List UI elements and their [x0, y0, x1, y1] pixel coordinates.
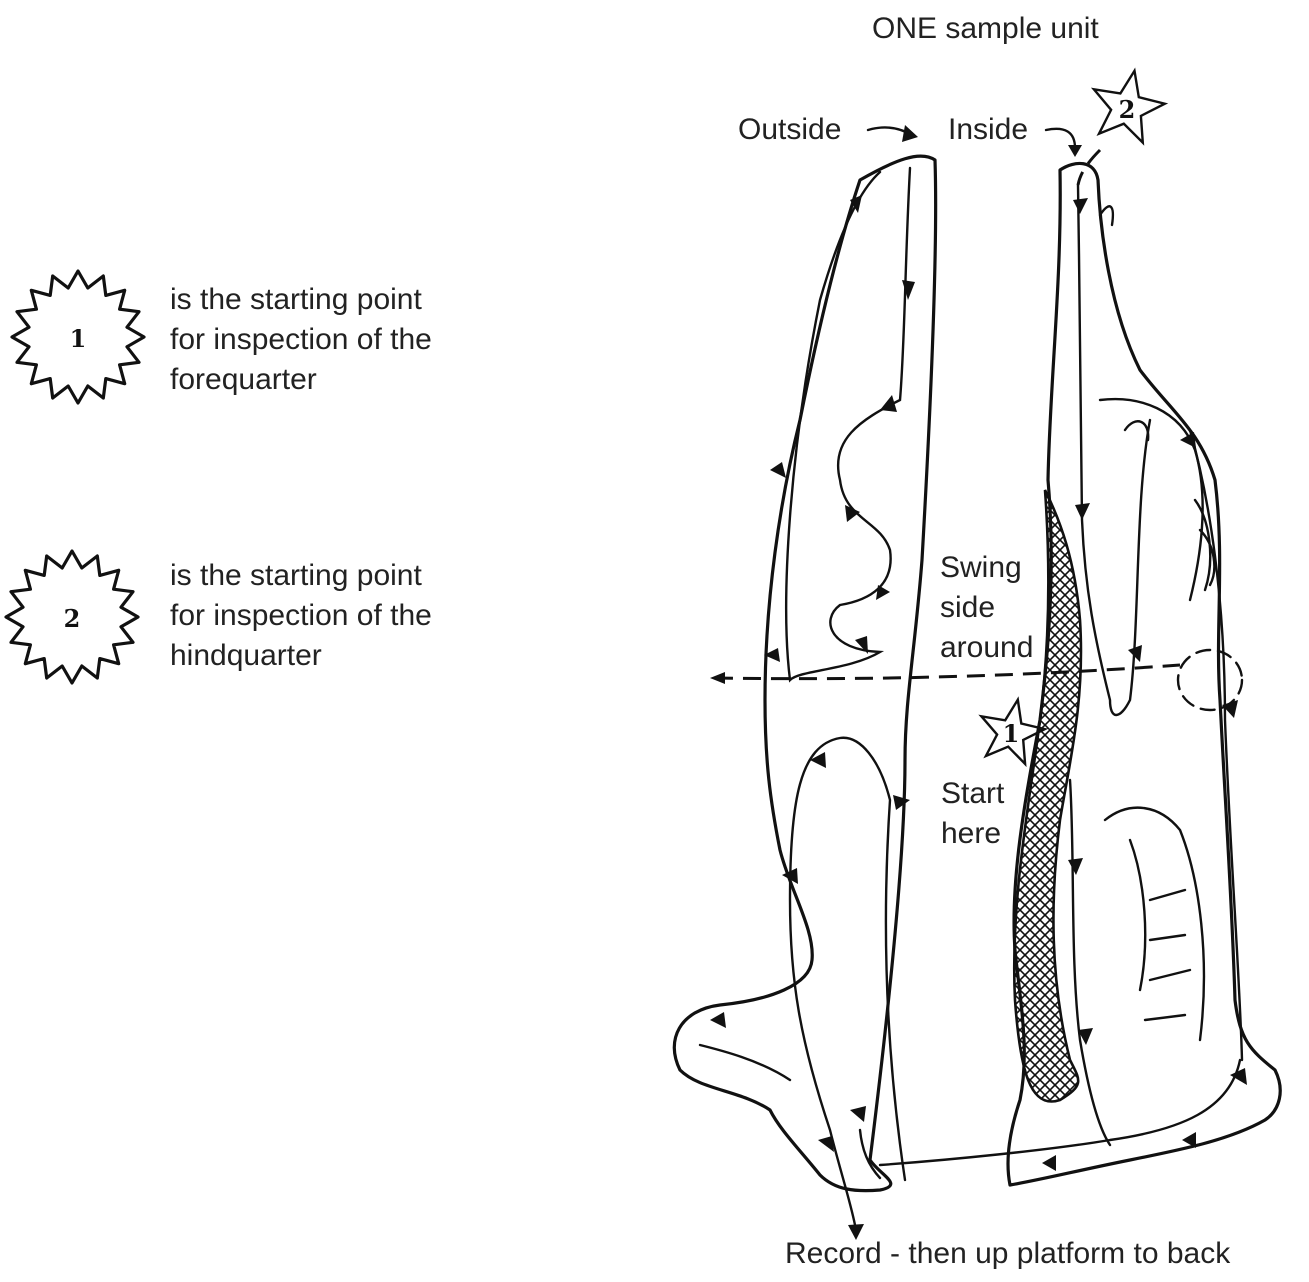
- start-here-label: Start here: [941, 774, 1004, 854]
- legend-2-line: hindquarter: [170, 636, 432, 676]
- outside-inspection-path: [786, 168, 910, 1225]
- legend-star-2-icon: 2: [6, 551, 138, 683]
- legend-2-line: for inspection of the: [170, 596, 432, 636]
- swing-line: side: [940, 588, 1033, 628]
- legend-2-line: is the starting point: [170, 556, 432, 596]
- outside-label: Outside: [738, 111, 841, 149]
- swing-line: Swing: [940, 548, 1033, 588]
- path-arrowheads: [710, 195, 1247, 1240]
- swing-side-around-label: Swing side around: [940, 548, 1033, 668]
- legend-1-line: forequarter: [170, 360, 432, 400]
- legend-star-1-icon: 1: [12, 271, 144, 403]
- svg-text:1: 1: [1003, 719, 1020, 748]
- start-line: here: [941, 814, 1004, 854]
- swing-line: around: [940, 628, 1033, 668]
- legend-1-line: is the starting point: [170, 280, 432, 320]
- legend-1-line: for inspection of the: [170, 320, 432, 360]
- svg-text:2: 2: [64, 604, 81, 633]
- inside-label: Inside: [948, 111, 1028, 149]
- svg-text:2: 2: [1119, 95, 1136, 124]
- star-2-icon: 2: [1094, 71, 1165, 143]
- legend-item-1: is the starting point for inspection of …: [170, 280, 432, 400]
- record-instruction: Record - then up platform to back: [785, 1235, 1230, 1273]
- inside-half-carcass: [1008, 163, 1280, 1185]
- svg-text:1: 1: [70, 324, 87, 353]
- diagram-title: ONE sample unit: [872, 10, 1099, 48]
- start-line: Start: [941, 774, 1004, 814]
- legend-item-2: is the starting point for inspection of …: [170, 556, 432, 676]
